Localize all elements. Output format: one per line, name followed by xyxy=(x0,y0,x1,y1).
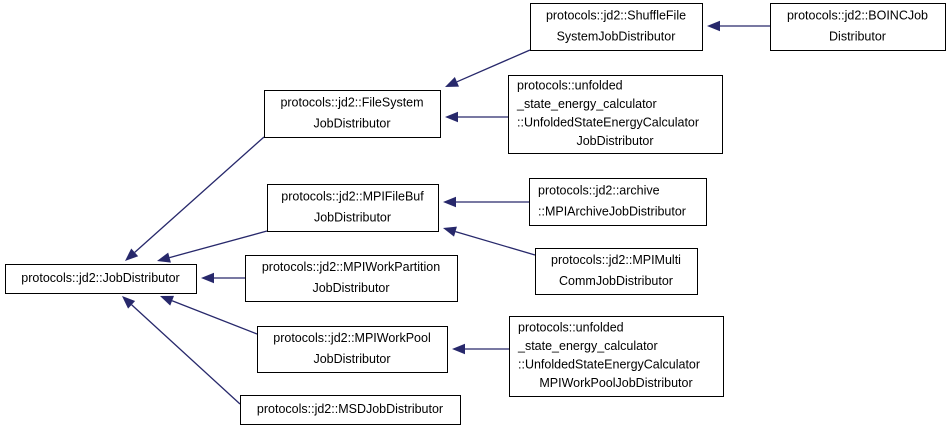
node-label-line: protocols::jd2::ShuffleFile xyxy=(546,8,686,22)
node-label-line: protocols::jd2::MSDJobDistributor xyxy=(257,402,443,416)
node-label-line: protocols::jd2::BOINCJob xyxy=(787,8,928,22)
node-label-line: ::UnfoldedStateEnergyCalculator xyxy=(517,116,699,130)
node-label-line: protocols::unfolded xyxy=(518,321,624,335)
edge-mpiworkpartition-to-jobdistributor xyxy=(201,272,245,284)
node-box[interactable] xyxy=(264,90,441,138)
node-label-line: protocols::unfolded xyxy=(517,79,623,93)
node-label-line: ::MPIArchiveJobDistributor xyxy=(538,204,686,218)
node-label-line: JobDistributor xyxy=(313,352,390,366)
edge-arrowhead xyxy=(443,226,457,237)
edge-mpiworkpool-to-jobdistributor xyxy=(160,295,258,335)
node-box[interactable] xyxy=(509,316,724,397)
node-shufflefilesystem[interactable]: protocols::jd2::ShuffleFileSystemJobDist… xyxy=(530,3,703,51)
edge-filesystem-to-jobdistributor xyxy=(125,136,265,261)
node-label-line: protocols::jd2::MPIWorkPool xyxy=(273,331,430,345)
edge-line xyxy=(171,300,258,335)
node-unfolded-jd[interactable]: protocols::unfolded_state_energy_calcula… xyxy=(508,75,723,154)
node-archive[interactable]: protocols::jd2::archive::MPIArchiveJobDi… xyxy=(529,178,707,226)
edge-arrowhead xyxy=(452,343,465,355)
node-label-line: JobDistributor xyxy=(314,210,391,224)
edge-line xyxy=(134,136,265,253)
edge-arrowhead xyxy=(122,296,136,309)
node-label-line: _state_energy_calculator xyxy=(517,339,658,353)
edge-arrowhead xyxy=(160,295,175,306)
node-label-line: JobDistributor xyxy=(312,281,389,295)
nodes-layer: protocols::jd2::JobDistributorprotocols:… xyxy=(5,3,946,425)
edge-mpimulticomm-to-mpifilebuf xyxy=(443,226,536,256)
node-label-line: Distributor xyxy=(829,29,886,43)
node-label-line: SystemJobDistributor xyxy=(557,29,676,43)
node-box[interactable] xyxy=(535,248,698,295)
node-label-line: _state_energy_calculator xyxy=(516,97,657,111)
edge-arrowhead xyxy=(445,77,459,87)
node-box[interactable] xyxy=(267,184,439,232)
edge-arrowhead xyxy=(157,252,171,263)
edge-line xyxy=(131,304,241,405)
node-unfolded-mpiworkpool[interactable]: protocols::unfolded_state_energy_calcula… xyxy=(509,316,724,397)
node-label-line: protocols::jd2::MPIMulti xyxy=(551,253,681,267)
node-label-line: JobDistributor xyxy=(576,134,653,148)
edge-arrowhead xyxy=(443,196,456,208)
edge-archive-to-mpifilebuf xyxy=(443,196,529,208)
node-jobdistributor[interactable]: protocols::jd2::JobDistributor xyxy=(5,264,197,294)
node-box[interactable] xyxy=(770,3,946,51)
node-box[interactable] xyxy=(508,75,723,154)
node-box[interactable] xyxy=(529,178,707,226)
node-box[interactable] xyxy=(530,3,703,51)
node-mpimulticomm[interactable]: protocols::jd2::MPIMultiCommJobDistribut… xyxy=(535,248,698,295)
node-label-line: protocols::jd2::MPIWorkPartition xyxy=(262,260,440,274)
edge-shufflefilesystem-to-filesystem xyxy=(445,49,531,87)
node-mpiworkpool[interactable]: protocols::jd2::MPIWorkPoolJobDistributo… xyxy=(257,326,448,373)
edge-msd-to-jobdistributor xyxy=(122,296,241,405)
edge-mpifilebuf-to-jobdistributor xyxy=(157,230,268,263)
node-label-line: protocols::jd2::archive xyxy=(538,183,660,197)
node-box[interactable] xyxy=(245,255,458,302)
node-box[interactable] xyxy=(240,395,461,425)
edge-line xyxy=(455,231,536,256)
edge-line xyxy=(169,230,268,259)
node-msd[interactable]: protocols::jd2::MSDJobDistributor xyxy=(240,395,461,425)
node-box[interactable] xyxy=(5,264,197,294)
node-label-line: MPIWorkPoolJobDistributor xyxy=(539,376,692,390)
node-label-line: ::UnfoldedStateEnergyCalculator xyxy=(518,358,700,372)
edges-layer xyxy=(122,20,770,405)
edge-unfolded-jd-to-filesystem xyxy=(445,111,508,123)
node-label-line: JobDistributor xyxy=(313,116,390,130)
edge-arrowhead xyxy=(201,272,214,284)
node-label-line: protocols::jd2::FileSystem xyxy=(280,95,423,109)
edge-boinc-to-shufflefilesystem xyxy=(707,20,770,32)
node-mpiworkpartition[interactable]: protocols::jd2::MPIWorkPartitionJobDistr… xyxy=(245,255,458,302)
edge-arrowhead xyxy=(707,20,720,32)
node-label-line: protocols::jd2::MPIFileBuf xyxy=(281,189,424,203)
edge-arrowhead xyxy=(445,111,458,123)
edge-line xyxy=(456,49,531,83)
node-label-line: protocols::jd2::JobDistributor xyxy=(21,271,179,285)
node-label-line: CommJobDistributor xyxy=(559,274,673,288)
edge-arrowhead xyxy=(125,248,139,261)
edge-unfolded-mpiworkpool-to-mpiworkpool xyxy=(452,343,509,355)
node-box[interactable] xyxy=(257,326,448,373)
